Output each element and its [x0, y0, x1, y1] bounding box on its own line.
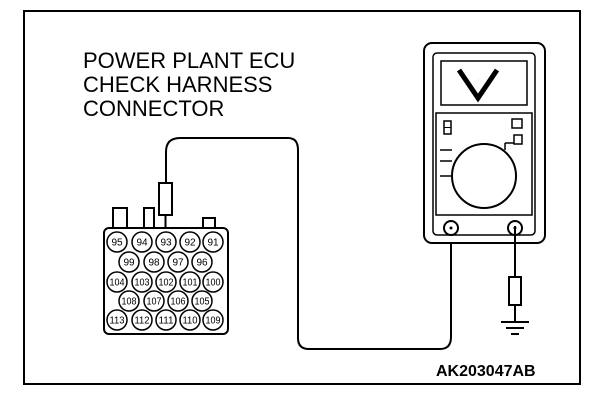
ground-lead: [501, 226, 529, 335]
figure-id: AK203047AB: [436, 363, 536, 380]
meter-indicator-right-bottom: [513, 134, 523, 145]
connector-pin-label: 96: [196, 258, 208, 269]
connector-pin-label: 106: [171, 297, 186, 308]
connector-pin: [118, 251, 140, 273]
connector-pin: [143, 251, 165, 273]
connector-pin-label: 97: [172, 258, 184, 269]
connector-pin-label: 93: [160, 238, 172, 249]
connector-pin: [202, 309, 224, 331]
connector-pin-label: 100: [206, 278, 221, 289]
connector-pin-label: 95: [111, 238, 123, 249]
connector-pin-label: 101: [183, 278, 198, 289]
title-line-3: CONNECTOR: [83, 96, 224, 121]
connector-pin-label: 104: [110, 278, 125, 289]
connector-pin-label: 99: [123, 258, 135, 269]
probe-lead-wire: [165, 137, 452, 350]
connector-pin-label: 110: [183, 316, 198, 327]
voltage-symbol-icon: [456, 68, 500, 103]
meter-indicator-right-top: [511, 118, 523, 129]
connector-pin-label: 102: [159, 278, 174, 289]
connector-pin-label: 112: [135, 316, 150, 327]
connector-pin: [143, 290, 165, 312]
connector-pin-grid: 95 94 93 92 91 99 98 97 96 104 103 102 101 100 108 107 1…: [106, 231, 224, 331]
connector-pin: [106, 309, 128, 331]
connector-pin: [131, 271, 153, 293]
meter-display: [440, 60, 528, 106]
connector-pin-label: 105: [195, 297, 210, 308]
connector-pin-label: 107: [147, 297, 162, 308]
connector-pin: [118, 290, 140, 312]
connector-pin-label: 98: [148, 258, 160, 269]
connector-pin: [191, 290, 213, 312]
connector-pin-label: 113: [110, 316, 125, 327]
connector-pin-label: 111: [159, 316, 174, 327]
harness-connector: 95 94 93 92 91 99 98 97 96 104 103 102 101 100 108 107 1…: [103, 207, 229, 335]
connector-pin: [179, 309, 201, 331]
connector-pin: [179, 271, 201, 293]
multimeter: V: [423, 42, 546, 244]
connector-pin: [155, 231, 177, 253]
connector-pin: [155, 271, 177, 293]
title-line-2: CHECK HARNESS: [83, 72, 272, 97]
connector-latch-mid: [143, 207, 155, 231]
connector-pin: [106, 231, 128, 253]
connector-pin: [167, 290, 189, 312]
connector-pin-label: 109: [206, 316, 221, 327]
connector-pin: [155, 309, 177, 331]
connector-pin-label: 103: [135, 278, 150, 289]
connector-pin: [106, 271, 128, 293]
connector-pin: [191, 251, 213, 273]
connector-pin: [179, 231, 201, 253]
title-line-1: POWER PLANT ECU: [83, 48, 295, 73]
connector-pin: [202, 271, 224, 293]
meter-selector-dial: [451, 143, 517, 209]
connector-title: POWER PLANT ECU CHECK HARNESS CONNECTOR: [83, 48, 295, 121]
connector-pin: [202, 231, 224, 253]
voltage-symbol-text: V: [478, 79, 479, 81]
connector-pin: [131, 231, 153, 253]
connector-latch-left: [112, 207, 128, 231]
connector-pin-label: 108: [122, 297, 137, 308]
connector-pin: [167, 251, 189, 273]
connector-pin-label: 92: [184, 238, 196, 249]
connector-pin: [131, 309, 153, 331]
connector-pin-label: 94: [136, 238, 148, 249]
connector-pin-label: 91: [207, 238, 219, 249]
ground-probe-pen: [508, 276, 522, 306]
